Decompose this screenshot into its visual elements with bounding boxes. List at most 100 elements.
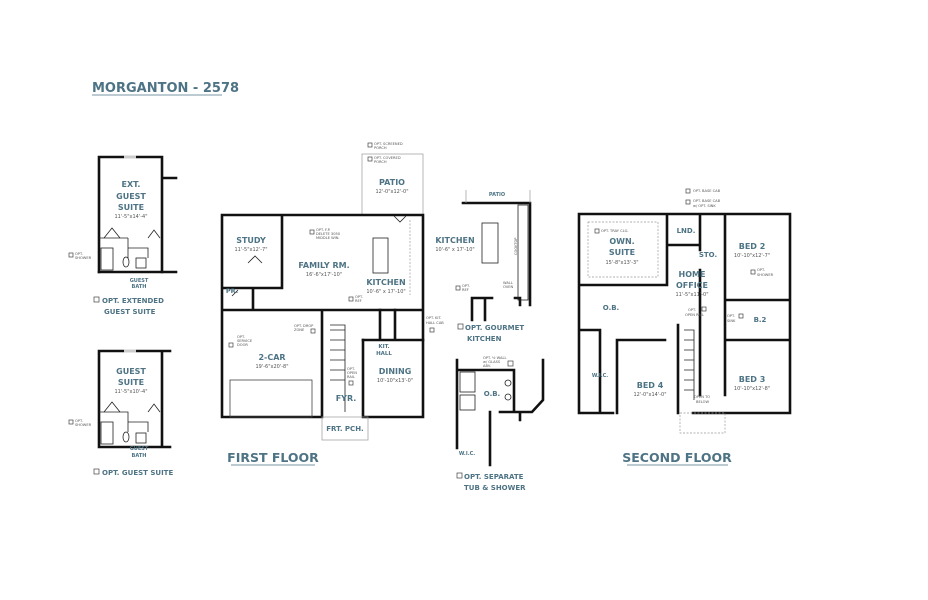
room-label: GUEST xyxy=(116,367,146,376)
option-text: COOKTOP xyxy=(514,237,518,255)
first-floor-label: FIRST FLOOR xyxy=(227,450,319,465)
room-foyer: FYR. xyxy=(336,394,357,403)
option-text: OPT. TRAY CLG. xyxy=(601,229,629,233)
checkbox[interactable] xyxy=(68,252,74,258)
option-text: DOOR xyxy=(237,343,248,347)
room-owner-suite: OWN. xyxy=(609,237,634,246)
room-dims: 12'-0"x14'-0" xyxy=(633,392,666,398)
room-dims: 15'-8"x13'-3" xyxy=(605,260,638,266)
option-text: RAIL xyxy=(347,375,355,379)
plan-title: MORGANTON - 2578 xyxy=(92,81,239,96)
checkbox[interactable] xyxy=(685,199,691,205)
room-laundry: LND. xyxy=(677,227,696,235)
checkbox[interactable] xyxy=(348,296,354,302)
option-text: OPT. DROP xyxy=(294,324,314,328)
option-text: OPT. F.P. xyxy=(316,228,331,232)
room-dims: 11'-5"x11'-0" xyxy=(675,292,708,298)
room-patio: PATIO xyxy=(379,178,405,187)
option-text: OPT. xyxy=(727,314,735,318)
opt-gourmet-kitchen: PATIO KITCHEN 10'-6" x 17'-10" COOKTOP O… xyxy=(435,190,532,343)
checkbox[interactable] xyxy=(507,360,514,367)
room-dims: 10'-10"x13'-0" xyxy=(377,378,413,384)
second-floor-plan: OWN. SUITE 15'-8"x13'-3" LND. STO. BED 2… xyxy=(577,188,792,466)
checkbox[interactable] xyxy=(367,142,373,148)
checkbox[interactable] xyxy=(228,342,234,348)
room-owner-suite: SUITE xyxy=(609,248,635,257)
option-text: ABV. xyxy=(483,364,491,368)
option-text: OPT. BASE CAB xyxy=(693,199,721,203)
room-kitchen: KITCHEN xyxy=(435,236,474,245)
checkbox[interactable] xyxy=(701,306,707,312)
option-text: OPT. xyxy=(462,284,470,288)
room-label: GUEST xyxy=(130,446,149,452)
room-label: BATH xyxy=(132,284,147,290)
option-text: w/ OPT. SINK xyxy=(693,204,716,208)
option-text: OPT. xyxy=(688,308,696,312)
option-text: OPT. KIT. xyxy=(426,316,441,320)
option-text: OPT. ½ WALL xyxy=(483,356,507,360)
option-label: OPT. SEPARATE xyxy=(464,473,524,481)
option-text: PORCH xyxy=(374,160,387,164)
option-text: OPT. xyxy=(75,419,83,423)
option-text: SHOWER xyxy=(757,273,774,277)
option-text: OPT. SCREENED xyxy=(374,142,403,146)
option-text: OPT. xyxy=(75,252,83,256)
room-label: GUEST xyxy=(116,192,146,201)
option-text: SHOWER xyxy=(75,423,92,427)
room-dims: 11'-5"x12'-7" xyxy=(234,247,267,253)
room-label: PATIO xyxy=(489,192,505,198)
room-label: SUITE xyxy=(118,378,144,387)
option-text: OPT. xyxy=(355,295,363,299)
checkbox[interactable] xyxy=(738,313,744,319)
room-dims: 12'-0"x12'-0" xyxy=(375,189,408,195)
opt-separate-tub-shower: OPT. ½ WALL w/ GLASS ABV. O.B. W.I.C. OP… xyxy=(455,356,545,492)
opt-gourmet-checkbox[interactable] xyxy=(457,323,464,330)
opt-guest-suite-checkbox[interactable] xyxy=(93,468,100,475)
opt-extended-guest-suite: EXT. GUEST SUITE 11'-5"x14'-4" OPT. SHOW… xyxy=(68,155,178,316)
option-text: OPEN xyxy=(347,371,357,375)
checkbox[interactable] xyxy=(367,156,373,162)
checkbox[interactable] xyxy=(455,285,461,291)
opt-separate-checkbox[interactable] xyxy=(456,472,463,479)
room-garage: 2-CAR xyxy=(258,353,285,362)
checkbox[interactable] xyxy=(594,228,600,234)
checkbox[interactable] xyxy=(750,269,756,275)
room-label: O.B. xyxy=(484,390,500,398)
checkbox[interactable] xyxy=(685,188,691,194)
room-home-office: HOME xyxy=(679,270,706,279)
option-text: OPT. xyxy=(237,335,245,339)
room-dims: 10'-10"x12'-7" xyxy=(734,253,770,259)
room-label: EXT. xyxy=(122,180,141,189)
opt-extended-checkbox[interactable] xyxy=(93,296,100,303)
option-label: GUEST SUITE xyxy=(104,308,156,316)
room-dims: 19'-6"x20'-8" xyxy=(255,364,288,370)
room-bed-4: BED 4 xyxy=(637,381,664,390)
room-home-office: OFFICE xyxy=(676,281,708,290)
option-label: OPT. EXTENDED xyxy=(102,297,164,305)
room-dining: DINING xyxy=(379,367,412,376)
room-bath-2: B.2 xyxy=(754,316,767,324)
room-dims: 10'-6" x 17'-10" xyxy=(366,289,405,295)
option-text: w/ GLASS xyxy=(483,360,501,364)
room-wic: W.I.C. xyxy=(592,373,608,379)
option-text: SHOWER xyxy=(75,256,92,260)
checkbox[interactable] xyxy=(310,328,316,334)
room-dims: 11'-5"x10'-4" xyxy=(114,389,147,395)
option-text: OPEN TO xyxy=(694,395,710,399)
option-text: REF xyxy=(355,299,362,303)
checkbox[interactable] xyxy=(309,229,315,235)
second-floor-label: SECOND FLOOR xyxy=(622,450,732,465)
option-text: SINK xyxy=(727,319,736,323)
room-label: W.I.C. xyxy=(459,451,475,457)
room-kit-hall: KIT. xyxy=(378,344,389,350)
checkbox[interactable] xyxy=(68,419,74,425)
checkbox[interactable] xyxy=(348,380,354,386)
option-text: OVEN xyxy=(503,285,513,289)
option-text: PORCH xyxy=(374,146,387,150)
room-dims: 10'-6" x 17'-10" xyxy=(435,247,474,253)
room-label: BATH xyxy=(132,453,147,459)
checkbox[interactable] xyxy=(429,327,435,333)
room-powder: PR. xyxy=(226,287,238,295)
option-label: TUB & SHOWER xyxy=(464,484,526,492)
